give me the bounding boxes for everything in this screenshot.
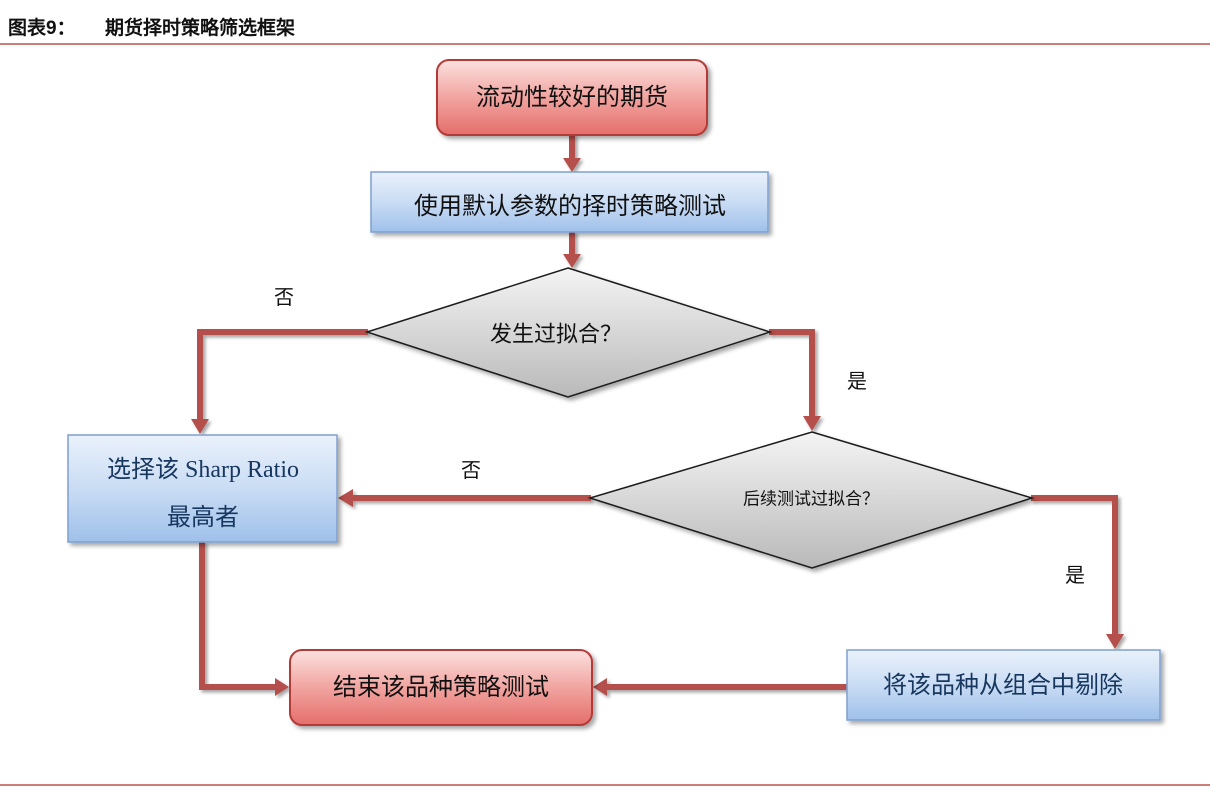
node-decision-followup: 后续测试过拟合？ (587, 431, 1035, 569)
arrow-shaft (1031, 495, 1118, 636)
edge-label-followup-yes: 是 (1065, 565, 1085, 587)
node-default-test: 使用默认参数的择时策略测试 (370, 171, 769, 233)
figure-header: 图表9： 期货择时策略筛选框架 (8, 16, 295, 39)
arrow-followup-yes-to-remove (1031, 495, 1124, 649)
node-select-best: 选择该 Sharp Ratio 最高者 (67, 434, 338, 543)
remove-node-box (846, 649, 1161, 721)
start-node-box (436, 59, 708, 136)
end-node-label: 结束该品种策略测试 (333, 674, 549, 701)
default-test-node-box (370, 171, 769, 233)
node-remove: 将该品种从组合中剔除 (846, 649, 1161, 721)
figure-label: 图表9： (8, 16, 76, 39)
start-node-label: 流动性较好的期货 (476, 84, 668, 111)
arrow-shaft (199, 541, 276, 690)
overfit-decision-label: 发生过拟合？ (490, 322, 622, 347)
arrow-head (275, 678, 289, 696)
arrow-remove-to-end (593, 678, 847, 696)
arrow-head (593, 678, 607, 696)
followup-decision-diamond (587, 431, 1035, 569)
figure-title: 期货择时策略筛选框架 (105, 16, 295, 39)
arrow-overfit-yes-to-followup-decision (769, 329, 821, 431)
arrow-start-to-default-test (563, 134, 581, 172)
arrow-head (191, 419, 209, 434)
select-best-node-label-line2: 最高者 (167, 504, 239, 531)
arrow-head (563, 254, 581, 268)
node-decision-overfit: 发生过拟合？ (364, 267, 773, 398)
end-node-box (289, 649, 593, 726)
arrow-shaft (769, 329, 815, 418)
followup-decision-label: 后续测试过拟合？ (743, 490, 879, 509)
arrow-default-test-to-overfit-decision (563, 231, 581, 268)
arrow-select-best-to-end (199, 541, 289, 696)
arrow-overfit-no-to-select-best (191, 329, 368, 434)
remove-node-label: 将该品种从组合中剔除 (883, 672, 1123, 699)
default-test-node-label: 使用默认参数的择时策略测试 (414, 193, 726, 220)
arrow-head (338, 489, 353, 507)
arrow-head (1106, 634, 1124, 649)
arrow-shaft (197, 329, 368, 421)
arrow-followup-no-to-select-best (338, 489, 591, 507)
overfit-decision-diamond (364, 267, 773, 398)
arrow-head (803, 416, 821, 431)
edge-label-overfit-yes: 是 (847, 371, 867, 393)
node-end: 结束该品种策略测试 (289, 649, 593, 726)
edge-label-followup-no: 否 (461, 460, 481, 482)
node-start: 流动性较好的期货 (436, 59, 708, 136)
arrow-head (563, 158, 581, 172)
select-best-node-box (67, 434, 338, 543)
select-best-node-label-line1: 选择该 Sharp Ratio (107, 456, 299, 483)
edge-label-overfit-no: 否 (274, 287, 294, 309)
